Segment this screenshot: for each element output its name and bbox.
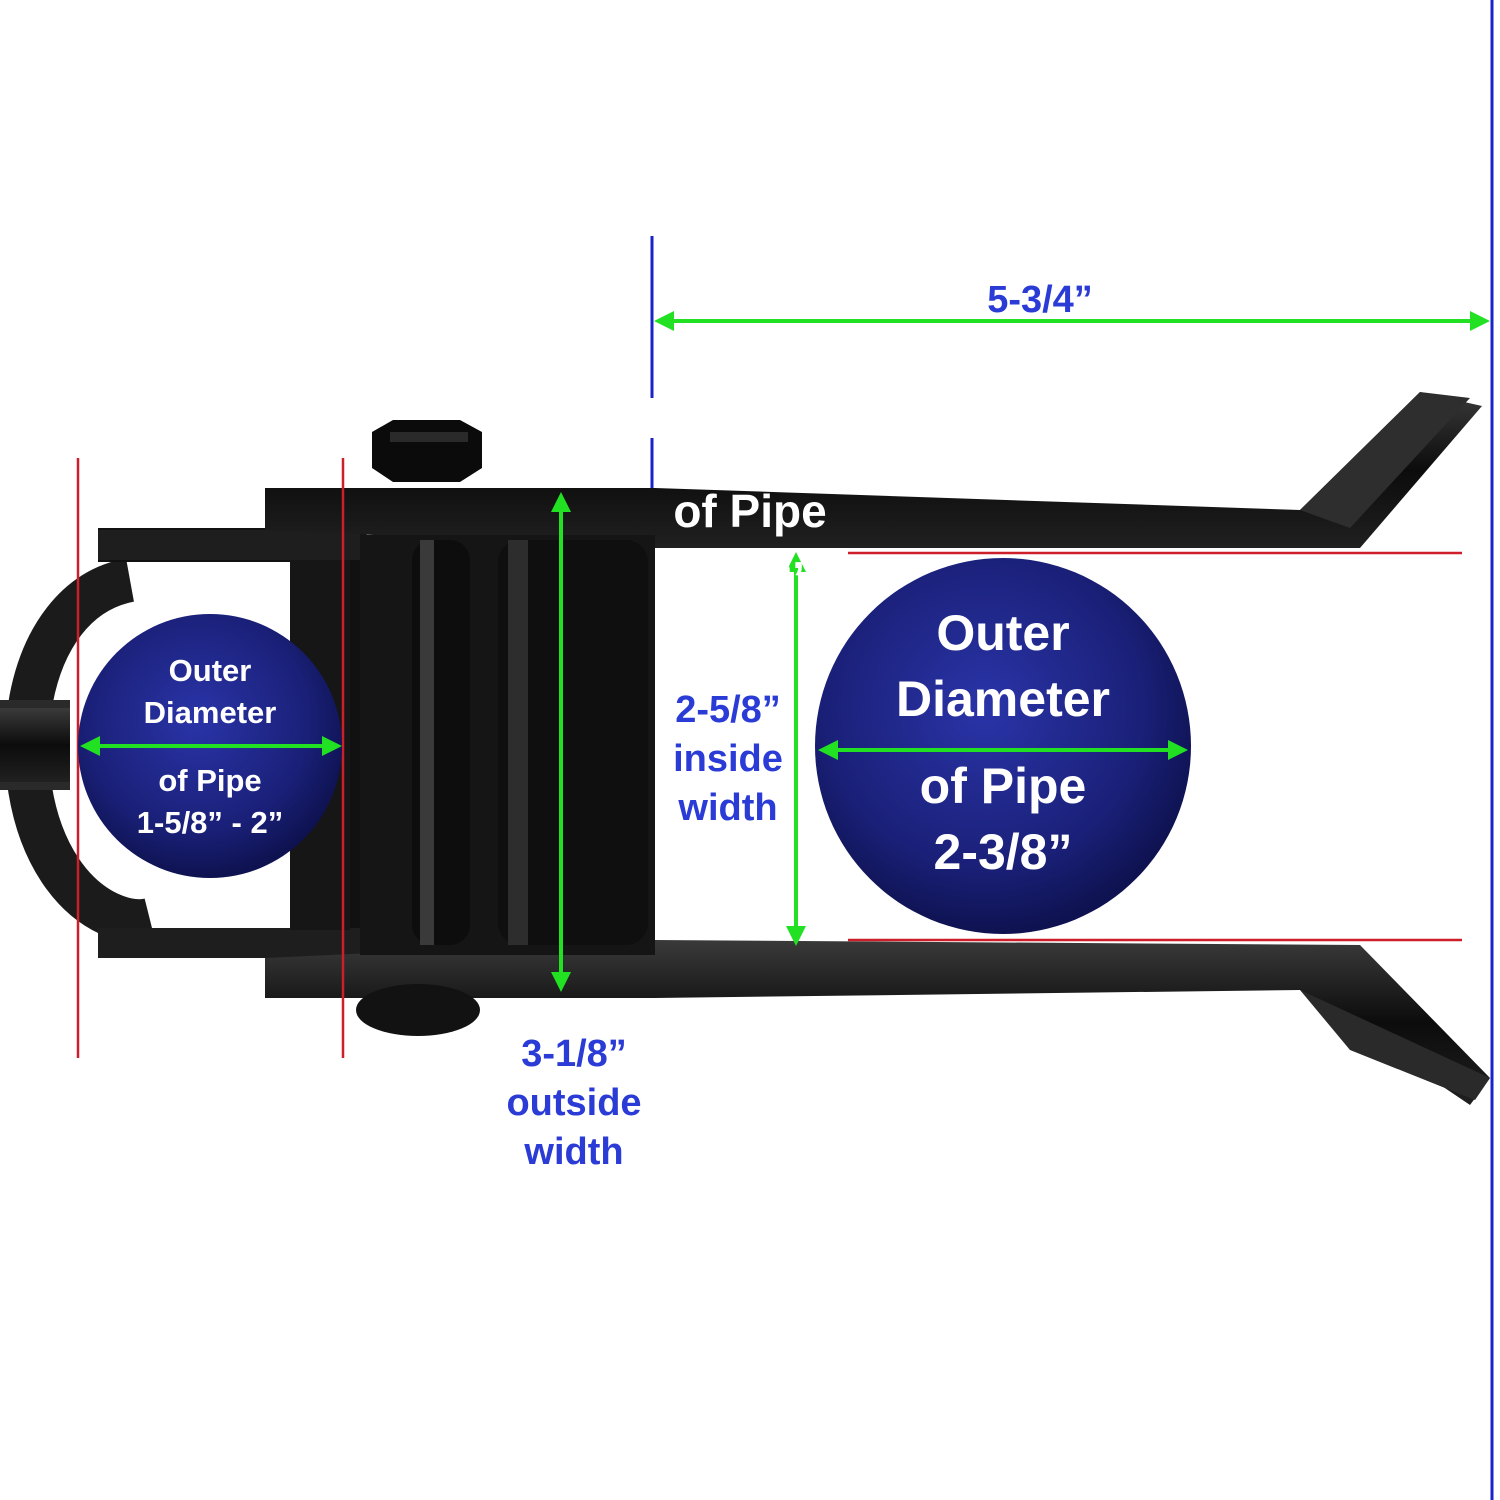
inside-width-line3: width	[678, 787, 778, 829]
large-circle-line3: of Pipe	[919, 758, 1087, 814]
outside-width-line2: outside	[506, 1082, 642, 1124]
bottom-nut	[356, 984, 480, 1036]
small-circle-line2: Diameter	[143, 695, 277, 730]
hex-bolt	[372, 420, 482, 482]
bracket-bottom-arm	[265, 940, 1490, 1105]
ghost-label-line1: of Pipe	[673, 485, 827, 537]
inside-width-value: 2-5/8”	[675, 689, 781, 731]
small-circle-line3: of Pipe	[158, 763, 262, 798]
bracket-body	[360, 535, 655, 955]
large-circle-line4: 2-3/8”	[933, 824, 1073, 880]
small-circle-line4: 1-5/8” - 2”	[136, 805, 284, 840]
small-circle-line1: Outer	[168, 653, 252, 688]
ghost-label-line2: 2-7/8”	[687, 552, 815, 578]
large-circle-line2: Diameter	[896, 671, 1110, 727]
length-dimension-label: 5-3/4”	[987, 279, 1093, 321]
inside-width-line2: inside	[673, 738, 783, 780]
large-circle-line1: Outer	[936, 605, 1070, 661]
outside-width-value: 3-1/8”	[521, 1033, 627, 1075]
outside-width-line3: width	[524, 1131, 624, 1173]
u-bolt-clamp	[0, 558, 156, 944]
